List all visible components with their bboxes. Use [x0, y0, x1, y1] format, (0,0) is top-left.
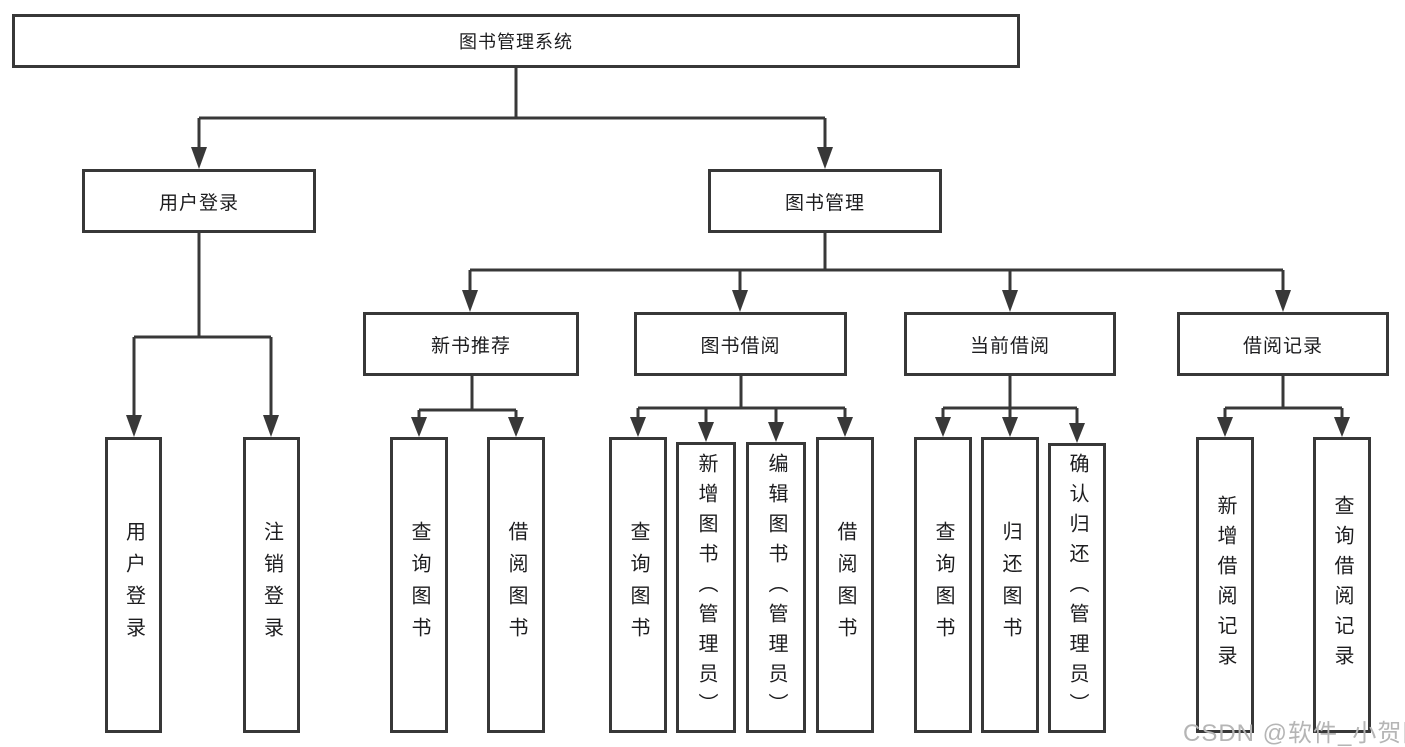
leaf-borrow-books-recommend: 借阅图书	[487, 437, 545, 733]
leaf-borrow-books: 借阅图书	[816, 437, 874, 733]
node-label: 确认归还（管理员）	[1066, 453, 1088, 723]
node-user-login-branch: 用户登录	[82, 169, 316, 233]
leaf-confirm-return-admin: 确认归还（管理员）	[1048, 443, 1106, 733]
node-new-book-recommendation: 新书推荐	[363, 312, 579, 376]
node-label: 图书管理	[784, 192, 865, 214]
leaf-add-books-admin: 新增图书（管理员）	[676, 442, 736, 733]
node-label: 图书借阅	[700, 335, 781, 357]
node-label: 借阅图书	[834, 521, 856, 649]
node-label: 图书管理系统	[459, 32, 573, 52]
leaf-add-borrow-record: 新增借阅记录	[1196, 437, 1254, 733]
node-label: 编辑图书（管理员）	[765, 452, 787, 723]
node-library-management-system: 图书管理系统	[12, 14, 1020, 68]
node-current-borrowing: 当前借阅	[904, 312, 1116, 376]
leaf-return-books: 归还图书	[981, 437, 1039, 733]
node-label: 用户登录	[122, 521, 145, 649]
node-label: 借阅记录	[1242, 335, 1323, 357]
node-label: 查询借阅记录	[1331, 495, 1353, 675]
csdn-watermark: CSDN @软件_小贺同学	[1183, 713, 1405, 747]
node-label: 归还图书	[999, 521, 1021, 649]
leaf-query-books-current: 查询图书	[914, 437, 972, 733]
node-label: 用户登录	[158, 192, 239, 214]
node-borrowing-records: 借阅记录	[1177, 312, 1389, 376]
node-label: 新增借阅记录	[1214, 495, 1236, 675]
leaf-query-books-borrowing: 查询图书	[609, 437, 667, 733]
leaf-query-borrow-record: 查询借阅记录	[1313, 437, 1371, 733]
leaf-edit-books-admin: 编辑图书（管理员）	[746, 442, 806, 733]
leaf-logout: 注销登录	[243, 437, 300, 733]
node-book-management-branch: 图书管理	[708, 169, 942, 233]
node-label: 查询图书	[932, 521, 954, 649]
leaf-user-login: 用户登录	[105, 437, 162, 733]
node-book-borrowing: 图书借阅	[634, 312, 847, 376]
node-label: 借阅图书	[505, 521, 527, 649]
arrowhead-icons	[126, 147, 1350, 443]
node-label: 新书推荐	[430, 335, 511, 357]
node-label: 注销登录	[260, 521, 283, 649]
node-label: 新增图书（管理员）	[695, 452, 717, 723]
node-label: 查询图书	[408, 521, 430, 649]
watermark-text: CSDN @软件_小贺同	[1183, 720, 1405, 747]
node-label: 查询图书	[627, 521, 649, 649]
node-label: 当前借阅	[969, 335, 1050, 357]
leaf-query-books-recommend: 查询图书	[390, 437, 448, 733]
